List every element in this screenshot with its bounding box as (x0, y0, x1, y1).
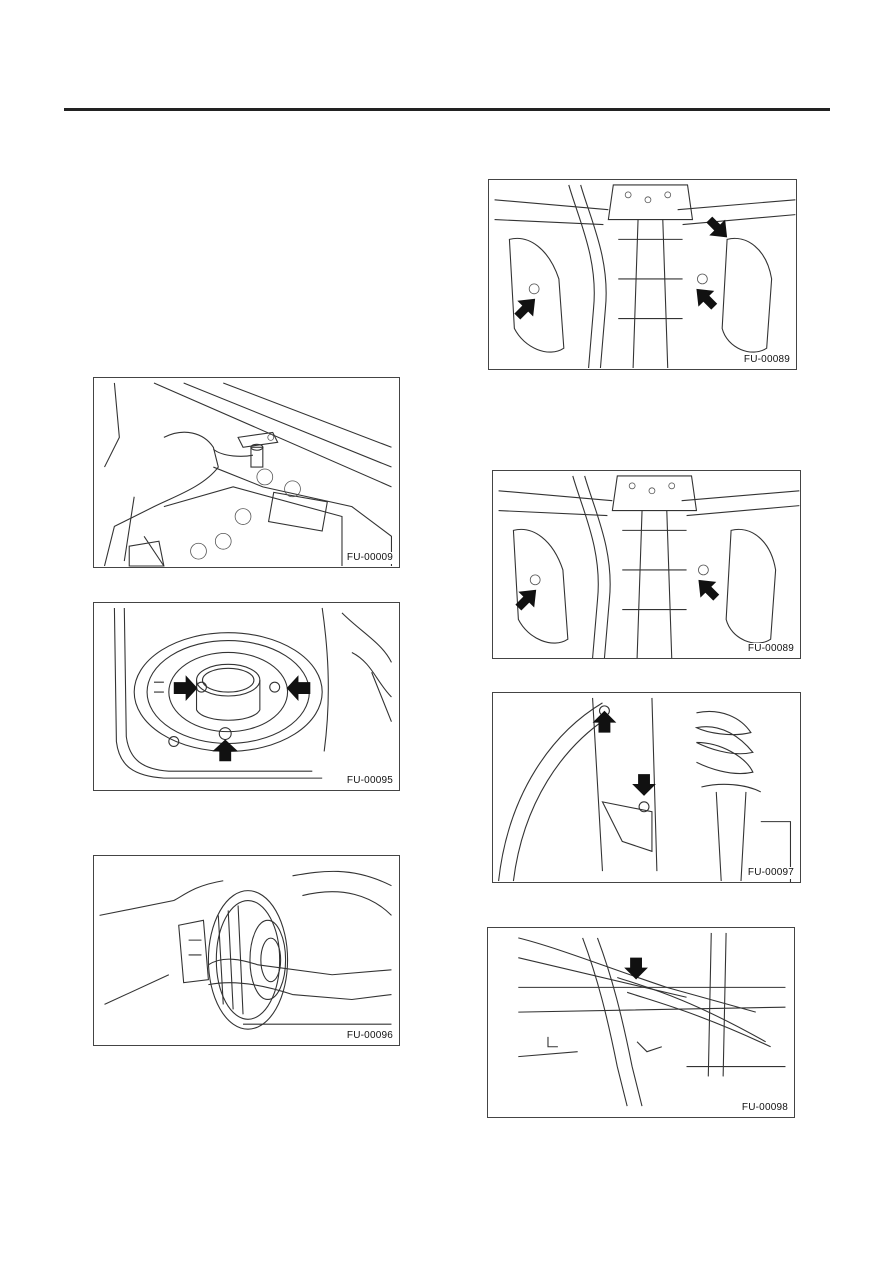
figure-label: FU-00009 (343, 552, 393, 564)
figure-fu-00089-a: FU-00089 (488, 179, 797, 370)
figure-label: FU-00089 (740, 354, 790, 366)
illustration-rear-wheel-removal (99, 870, 392, 1030)
figure-fu-00095: FU-00095 (93, 602, 400, 791)
figure-fu-00097: FU-00097 (492, 692, 801, 883)
figure-label: FU-00096 (343, 1030, 393, 1042)
illustration-fuel-tank-mount-bolts (494, 184, 796, 369)
illustration-suspension-bracket-bolts (498, 697, 792, 882)
figure-fu-00009: FU-00009 (93, 377, 400, 568)
figure-label: FU-00095 (343, 775, 393, 787)
header-rule (64, 108, 830, 111)
figure-fu-00096: FU-00096 (93, 855, 400, 1046)
illustration-fuel-line-clip (518, 932, 786, 1107)
figure-fu-00089-b: FU-00089 (492, 470, 801, 659)
figure-label: FU-00098 (738, 1102, 788, 1114)
figure-fu-00098: FU-00098 (487, 927, 795, 1118)
figure-label: FU-00097 (744, 867, 794, 879)
illustration-fuel-filler-flange-bolts (113, 607, 392, 779)
illustration-fuel-tank-mount-bolts-alt (498, 475, 800, 658)
illustration-battery-terminal-removal (103, 382, 393, 567)
figure-label: FU-00089 (744, 643, 794, 655)
